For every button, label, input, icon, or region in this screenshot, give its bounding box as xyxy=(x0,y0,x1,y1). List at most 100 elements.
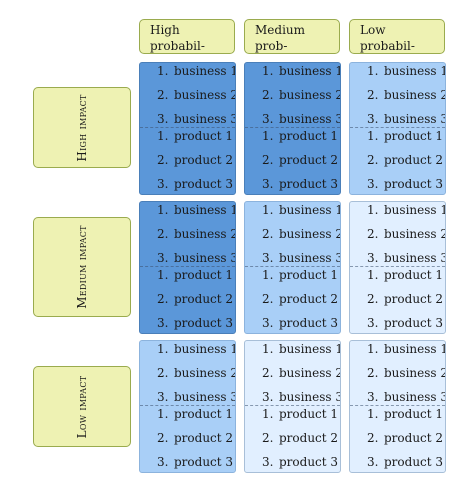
item-number: 2. xyxy=(157,292,169,306)
row-header-high-impact: High impact xyxy=(33,87,131,168)
item-number: 1. xyxy=(367,268,379,282)
item-number: 2. xyxy=(157,366,169,380)
product-item: 2.product 2 xyxy=(350,432,445,456)
item-number: 3. xyxy=(157,177,169,191)
item-text: business 2 xyxy=(174,88,236,102)
item-text: business 2 xyxy=(174,366,236,380)
item-text: business 2 xyxy=(174,227,236,241)
item-text: product 3 xyxy=(279,177,339,191)
product-item: 2.product 2 xyxy=(245,154,340,178)
item-number: 1. xyxy=(157,129,169,143)
item-number: 2. xyxy=(157,153,169,167)
business-item: 2. business 2 xyxy=(350,89,445,113)
product-item: 1.product 1 xyxy=(350,130,445,154)
item-text: product 3 xyxy=(384,455,444,469)
item-number: 3. xyxy=(367,251,379,265)
item-text: business 3 xyxy=(174,112,236,126)
business-item: 3. business 3 xyxy=(350,252,445,276)
business-item: 3.business 3 xyxy=(140,113,235,137)
item-number: 2. xyxy=(262,88,274,102)
business-item: 1.business 1 xyxy=(350,204,445,228)
product-item: 2.product 2 xyxy=(140,154,235,178)
item-number: 2. xyxy=(157,88,169,102)
item-number: 2. xyxy=(157,431,169,445)
item-number: 3. xyxy=(262,390,274,404)
product-item: 1.product 1 xyxy=(140,408,235,432)
business-item: 1.business 1 xyxy=(140,65,235,89)
item-number: 3. xyxy=(262,177,274,191)
item-text: business 3 xyxy=(384,251,446,265)
item-number: 3. xyxy=(367,455,379,469)
item-number: 1. xyxy=(262,129,274,143)
item-text: product 3 xyxy=(384,177,444,191)
item-number: 2. xyxy=(367,88,379,102)
business-item: 3.business 3 xyxy=(350,113,445,137)
row-header-medium-impact: Medium impact xyxy=(33,217,131,317)
business-item: 2. business 2 xyxy=(140,89,235,113)
item-text: business 1 xyxy=(279,342,341,356)
dashed-divider xyxy=(245,405,340,406)
product-item: 3. product 3 xyxy=(140,177,235,194)
item-number: 3. xyxy=(262,455,274,469)
business-item: 3.business 3 xyxy=(140,391,235,415)
item-number: 1. xyxy=(367,342,379,356)
business-item: 1.business 1 xyxy=(245,65,340,89)
item-text: business 2 xyxy=(279,88,341,102)
item-number: 3. xyxy=(367,390,379,404)
item-number: 1. xyxy=(157,203,169,217)
product-item: 3.product 3 xyxy=(245,455,340,472)
business-item: 1.business 1 xyxy=(350,343,445,367)
item-number: 3. xyxy=(157,455,169,469)
item-text: product 2 xyxy=(384,153,444,167)
item-number: 3. xyxy=(262,112,274,126)
item-number: 1. xyxy=(262,268,274,282)
item-text: business 1 xyxy=(174,342,236,356)
item-text: product 3 xyxy=(174,177,234,191)
item-number: 1. xyxy=(157,342,169,356)
item-number: 1. xyxy=(157,268,169,282)
product-item: 1.product 1 xyxy=(245,269,340,293)
column-header-line: Low probabil- xyxy=(360,23,415,53)
business-item: 3.business 3 xyxy=(245,252,340,276)
product-item: 3.product 3 xyxy=(350,177,445,194)
business-item: 2.business 2 xyxy=(350,228,445,252)
item-number: 3. xyxy=(157,316,169,330)
item-text: product 2 xyxy=(174,431,234,445)
item-text: business 2 xyxy=(279,227,341,241)
product-item: 1.product 1 xyxy=(245,408,340,432)
row-header-label: Low impact xyxy=(75,375,89,438)
product-item: 3. product 3 xyxy=(350,455,445,472)
item-number: 1. xyxy=(262,203,274,217)
item-number: 1. xyxy=(367,407,379,421)
business-item: 1.business 1 xyxy=(140,204,235,228)
product-item: 2.product 2 xyxy=(245,432,340,456)
item-text: business 3 xyxy=(174,390,236,404)
item-text: business 1 xyxy=(174,64,236,78)
item-number: 1. xyxy=(367,203,379,217)
item-text: product 2 xyxy=(174,292,234,306)
item-number: 2. xyxy=(367,431,379,445)
item-number: 2. xyxy=(367,366,379,380)
item-text: business 3 xyxy=(279,112,341,126)
business-item: 3.business 3 xyxy=(245,391,340,415)
column-header-high-probability: High probabil- ity xyxy=(139,19,235,54)
business-item: 3.business 3 xyxy=(350,391,445,415)
column-header-low-probability: Low probabil- ity xyxy=(349,19,445,54)
item-number: 2. xyxy=(262,153,274,167)
business-item: 2.business 2 xyxy=(245,228,340,252)
item-text: product 3 xyxy=(279,316,339,330)
item-text: business 2 xyxy=(384,88,446,102)
